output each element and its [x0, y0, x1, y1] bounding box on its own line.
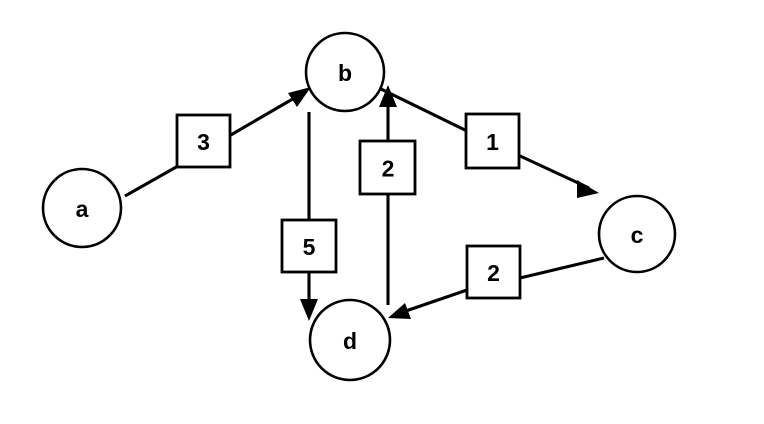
- edge-a-to-b-segment-upper: [228, 91, 304, 138]
- edge-b-to-c[interactable]: [378, 86, 599, 198]
- edge-c-to-d[interactable]: [388, 256, 605, 319]
- weight-box-a-to-b-rect: [175, 113, 232, 169]
- edge-a-to-b-segment-lower: [124, 164, 179, 198]
- edge-b-to-d[interactable]: [300, 112, 318, 321]
- weight-label-b-to-d: 5: [303, 234, 316, 260]
- edge-c-to-d-segment-right: [519, 256, 605, 280]
- node-a-label: a: [76, 196, 89, 222]
- weight-label-c-to-d: 2: [487, 260, 500, 286]
- node-b-circle: [304, 31, 386, 113]
- edge-c-to-d-segment-left: [399, 288, 468, 315]
- node-c-circle: [597, 194, 677, 274]
- weight-label-d-to-b: 2: [382, 156, 395, 182]
- weight-box-b-to-c-rect: [464, 112, 521, 170]
- weight-box-b-to-d[interactable]: 5: [280, 218, 338, 274]
- edge-b-to-c-arrowhead: [577, 180, 599, 198]
- edge-a-to-b-arrowhead: [288, 87, 311, 107]
- weight-box-b-to-c[interactable]: 1: [464, 112, 521, 170]
- weight-box-b-to-d-rect: [280, 218, 338, 274]
- node-a[interactable]: a: [41, 167, 123, 249]
- node-d[interactable]: d: [308, 298, 392, 382]
- node-b[interactable]: b: [304, 31, 386, 113]
- edge-d-to-b[interactable]: [379, 85, 397, 305]
- node-d-label: d: [343, 328, 357, 354]
- edge-d-to-b-arrowhead: [379, 85, 397, 107]
- weight-box-d-to-b[interactable]: 2: [358, 139, 417, 196]
- weight-box-c-to-d-rect: [465, 244, 522, 300]
- edge-a-to-b[interactable]: [124, 87, 311, 198]
- weight-label-b-to-c: 1: [486, 129, 499, 155]
- weight-box-c-to-d[interactable]: 2: [465, 244, 522, 300]
- edge-c-to-d-arrowhead: [388, 303, 411, 319]
- edge-b-to-d-arrowhead: [300, 299, 318, 321]
- node-c-label: c: [631, 222, 644, 248]
- node-d-circle: [308, 298, 392, 382]
- weight-label-a-to-b: 3: [197, 129, 210, 155]
- weight-box-d-to-b-rect: [358, 139, 417, 196]
- node-a-circle: [41, 167, 123, 249]
- weight-box-a-to-b[interactable]: 3: [175, 113, 232, 169]
- edge-b-to-c-segment-upper: [378, 86, 468, 133]
- node-b-label: b: [338, 60, 352, 86]
- node-c[interactable]: c: [597, 194, 677, 274]
